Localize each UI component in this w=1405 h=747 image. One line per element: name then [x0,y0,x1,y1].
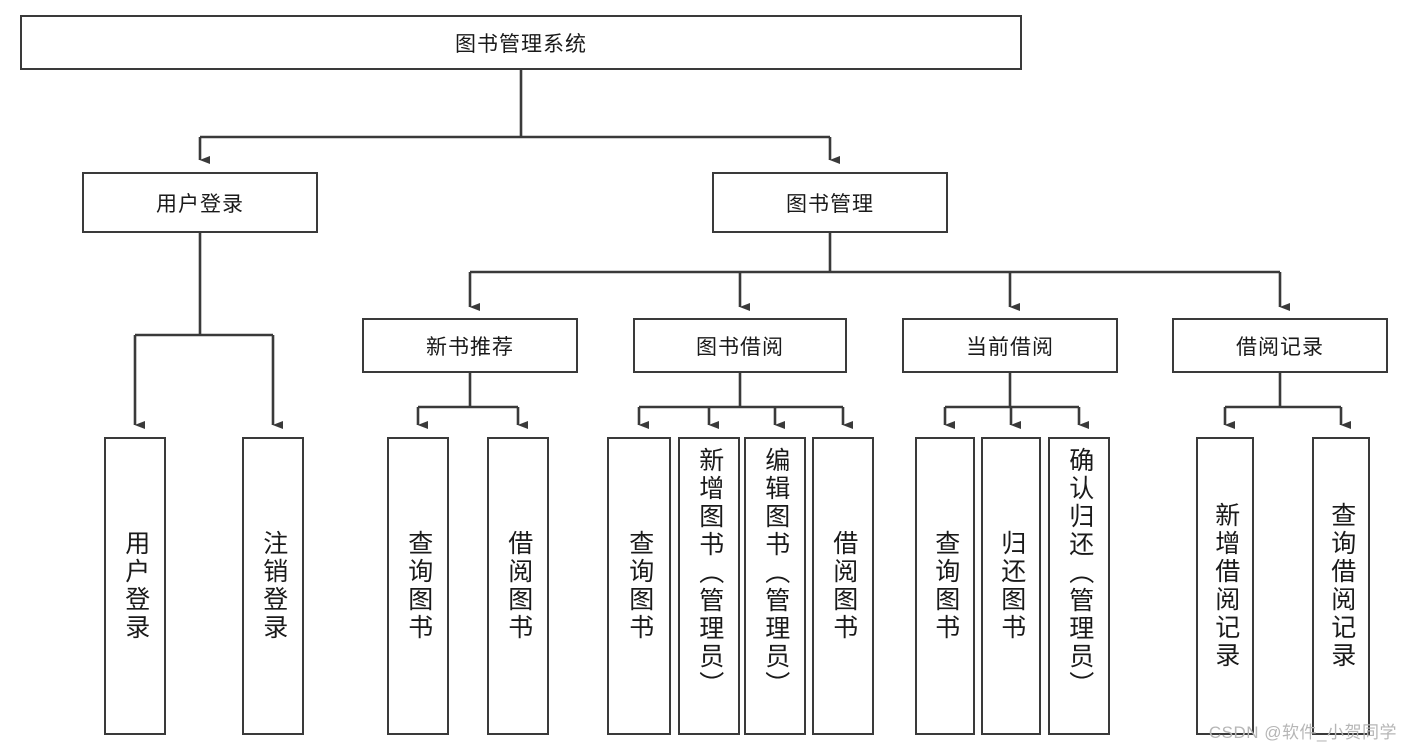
node-label: 查询图书 [625,530,654,642]
node-book-borrow[interactable]: 图书借阅 [633,318,847,373]
node-label: 图书借阅 [696,335,784,359]
node-label: 注销登录 [259,530,288,642]
node-label: 用户登录 [156,192,244,216]
node-label: 当前借阅 [966,335,1054,359]
node-label: 查询借阅记录 [1327,502,1356,670]
node-label: 用户登录 [121,530,150,642]
node-root-system[interactable]: 图书管理系统 [20,15,1022,70]
node-label: 图书管理 [786,192,874,216]
node-leaf-borrow-book[interactable]: 借阅图书 [812,437,874,735]
node-leaf-user-logout[interactable]: 注销登录 [242,437,304,735]
node-leaf-query-book-borrow[interactable]: 查询图书 [607,437,671,735]
node-leaf-user-login[interactable]: 用户登录 [104,437,166,735]
watermark-credit: CSDN @软件_小贺同学 [1208,723,1397,742]
node-label: 确认归还（管理员） [1065,447,1094,699]
node-label: 编辑图书（管理员） [761,447,790,699]
node-book-manage[interactable]: 图书管理 [712,172,948,233]
node-label: 借阅图书 [504,530,533,642]
node-label: 新增图书（管理员） [695,447,724,699]
node-leaf-add-book-admin[interactable]: 新增图书（管理员） [678,437,740,735]
node-label: 查询图书 [931,530,960,642]
node-leaf-query-book-current[interactable]: 查询图书 [915,437,975,735]
node-new-book-recommend[interactable]: 新书推荐 [362,318,578,373]
node-label: 归还图书 [997,530,1026,642]
node-user-login[interactable]: 用户登录 [82,172,318,233]
node-leaf-borrow-book-recommend[interactable]: 借阅图书 [487,437,549,735]
node-label: 新书推荐 [426,335,514,359]
node-borrow-record[interactable]: 借阅记录 [1172,318,1388,373]
node-leaf-add-borrow-record[interactable]: 新增借阅记录 [1196,437,1254,735]
node-leaf-query-borrow-record[interactable]: 查询借阅记录 [1312,437,1370,735]
node-label: 图书管理系统 [455,32,587,56]
node-label: 新增借阅记录 [1211,502,1240,670]
node-current-borrow[interactable]: 当前借阅 [902,318,1118,373]
node-label: 借阅记录 [1236,335,1324,359]
node-leaf-query-book-recommend[interactable]: 查询图书 [387,437,449,735]
node-label: 查询图书 [404,530,433,642]
node-leaf-confirm-return-admin[interactable]: 确认归还（管理员） [1048,437,1110,735]
node-leaf-return-book[interactable]: 归还图书 [981,437,1041,735]
node-label: 借阅图书 [829,530,858,642]
node-leaf-edit-book-admin[interactable]: 编辑图书（管理员） [744,437,806,735]
